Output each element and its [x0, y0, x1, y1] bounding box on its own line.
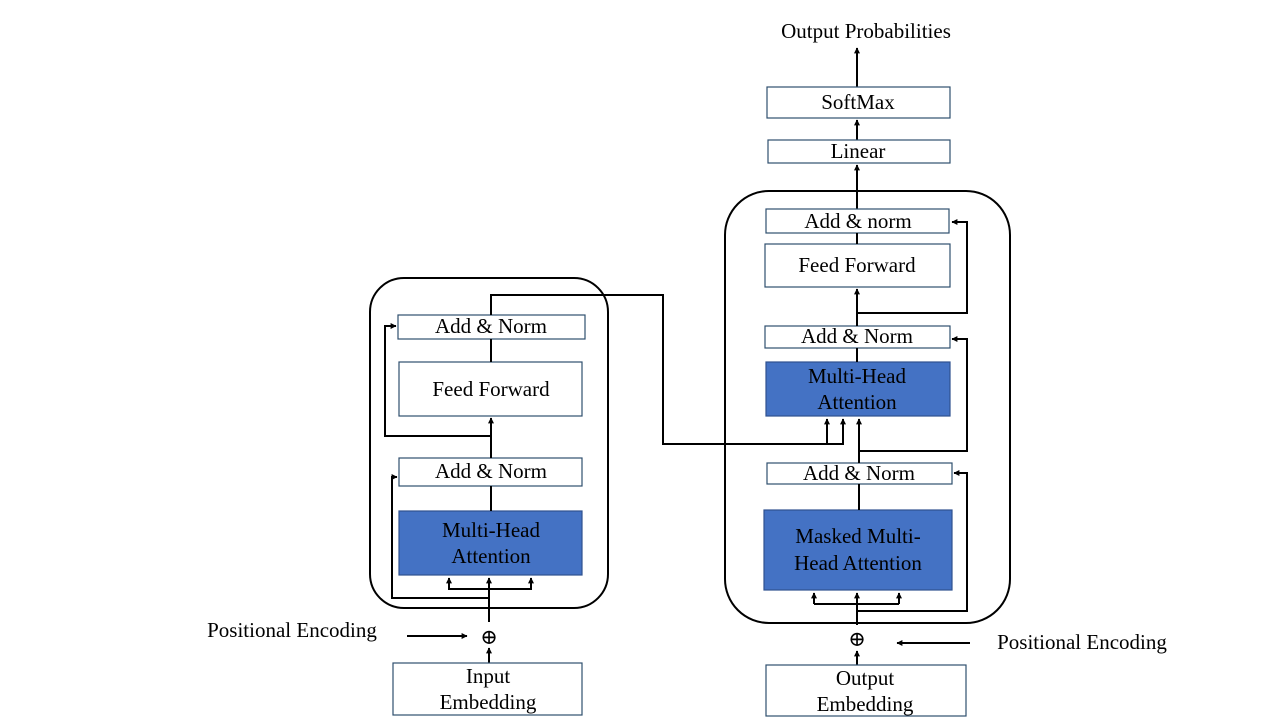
decoder-residual-cross: [859, 336, 968, 452]
softmax-label: SoftMax: [821, 90, 895, 114]
encoder-residual-attn: [391, 474, 489, 599]
decoder-plus-symbol: ⊕: [848, 627, 866, 651]
encoder-feed-forward: Feed Forward: [398, 361, 583, 417]
output-embedding-box: Output Embedding: [765, 664, 967, 717]
decoder-positional-encoding-label: Positional Encoding: [997, 630, 1167, 654]
decoder-block: [724, 190, 1011, 624]
decoder-masked-attention: Masked Multi- Head Attention: [763, 509, 953, 591]
output-embedding-line1: Output: [836, 666, 895, 690]
input-embedding-line1: Input: [466, 664, 510, 688]
decoder-masked-attention-line1: Masked Multi-: [795, 524, 920, 548]
encoder-residual-ff: [384, 323, 491, 437]
encoder-attention-line1: Multi-Head: [442, 518, 540, 542]
encoder-plus-symbol: ⊕: [480, 625, 498, 649]
decoder-feed-forward: Feed Forward: [764, 243, 951, 288]
softmax-box: SoftMax: [766, 86, 951, 119]
encoder-feed-forward-label: Feed Forward: [432, 377, 550, 401]
decoder-add-norm-bottom-label: Add & Norm: [803, 461, 915, 485]
input-embedding-box: Input Embedding: [392, 662, 583, 716]
decoder-residual-ff: [857, 219, 968, 314]
encoder-add-norm-bottom: Add & Norm: [398, 457, 583, 487]
decoder-add-norm-mid: Add & Norm: [764, 324, 951, 349]
decoder-cross-attention-line2: Attention: [817, 390, 897, 414]
linear-box: Linear: [767, 139, 951, 164]
encoder-add-norm-bottom-label: Add & Norm: [435, 459, 547, 483]
output-probabilities-label: Output Probabilities: [781, 19, 951, 43]
decoder-feed-forward-label: Feed Forward: [798, 253, 916, 277]
decoder-add-norm-mid-label: Add & Norm: [801, 324, 913, 348]
encoder-positional-encoding-label: Positional Encoding: [207, 618, 377, 642]
decoder-masked-attention-line2: Head Attention: [794, 551, 922, 575]
decoder-cross-attention-line1: Multi-Head: [808, 364, 906, 388]
decoder-add-norm-top-label: Add & norm: [804, 209, 911, 233]
decoder-add-norm-bottom: Add & Norm: [766, 461, 953, 485]
decoder-cross-attention: Multi-Head Attention: [765, 361, 951, 417]
output-embedding-line2: Embedding: [817, 692, 914, 716]
encoder-add-norm-top: Add & Norm: [397, 314, 586, 340]
encoder-attention-line2: Attention: [451, 544, 531, 568]
encoder-add-norm-top-label: Add & Norm: [435, 314, 547, 338]
encoder-to-decoder-line: [490, 294, 846, 445]
decoder-residual-masked: [857, 470, 968, 612]
input-embedding-line2: Embedding: [440, 690, 537, 714]
decoder-add-norm-top: Add & norm: [765, 208, 950, 234]
linear-label: Linear: [831, 139, 886, 163]
encoder-multi-head-attention: Multi-Head Attention: [398, 510, 583, 576]
